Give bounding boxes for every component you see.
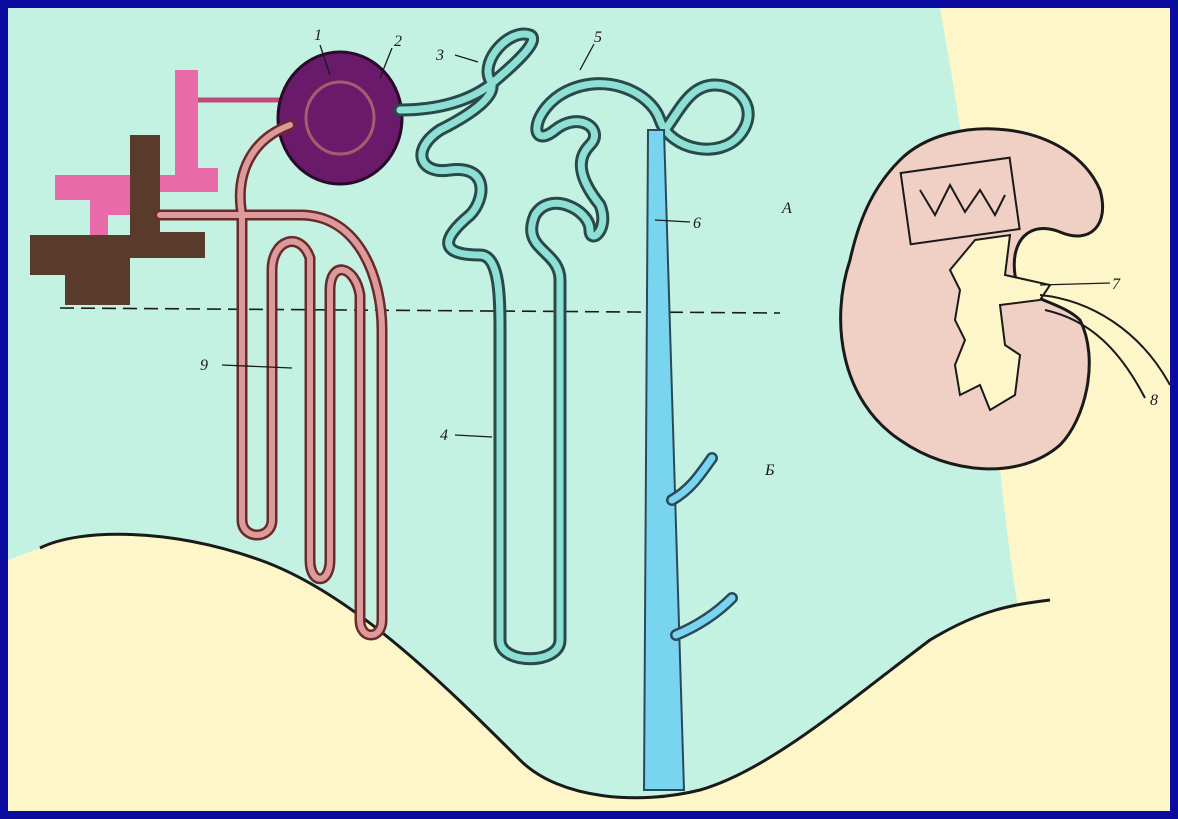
glomerulus (278, 52, 402, 184)
label-7: 7 (1112, 276, 1121, 293)
label-2: 2 (394, 33, 402, 50)
label-1: 1 (314, 27, 322, 44)
label-3: 3 (435, 47, 444, 64)
label-B: Б (764, 462, 775, 479)
label-8: 8 (1150, 392, 1158, 409)
label-5: 5 (594, 29, 602, 46)
label-4: 4 (440, 427, 448, 444)
label-6: 6 (693, 215, 701, 232)
label-A: А (781, 200, 792, 217)
label-9: 9 (200, 357, 208, 374)
